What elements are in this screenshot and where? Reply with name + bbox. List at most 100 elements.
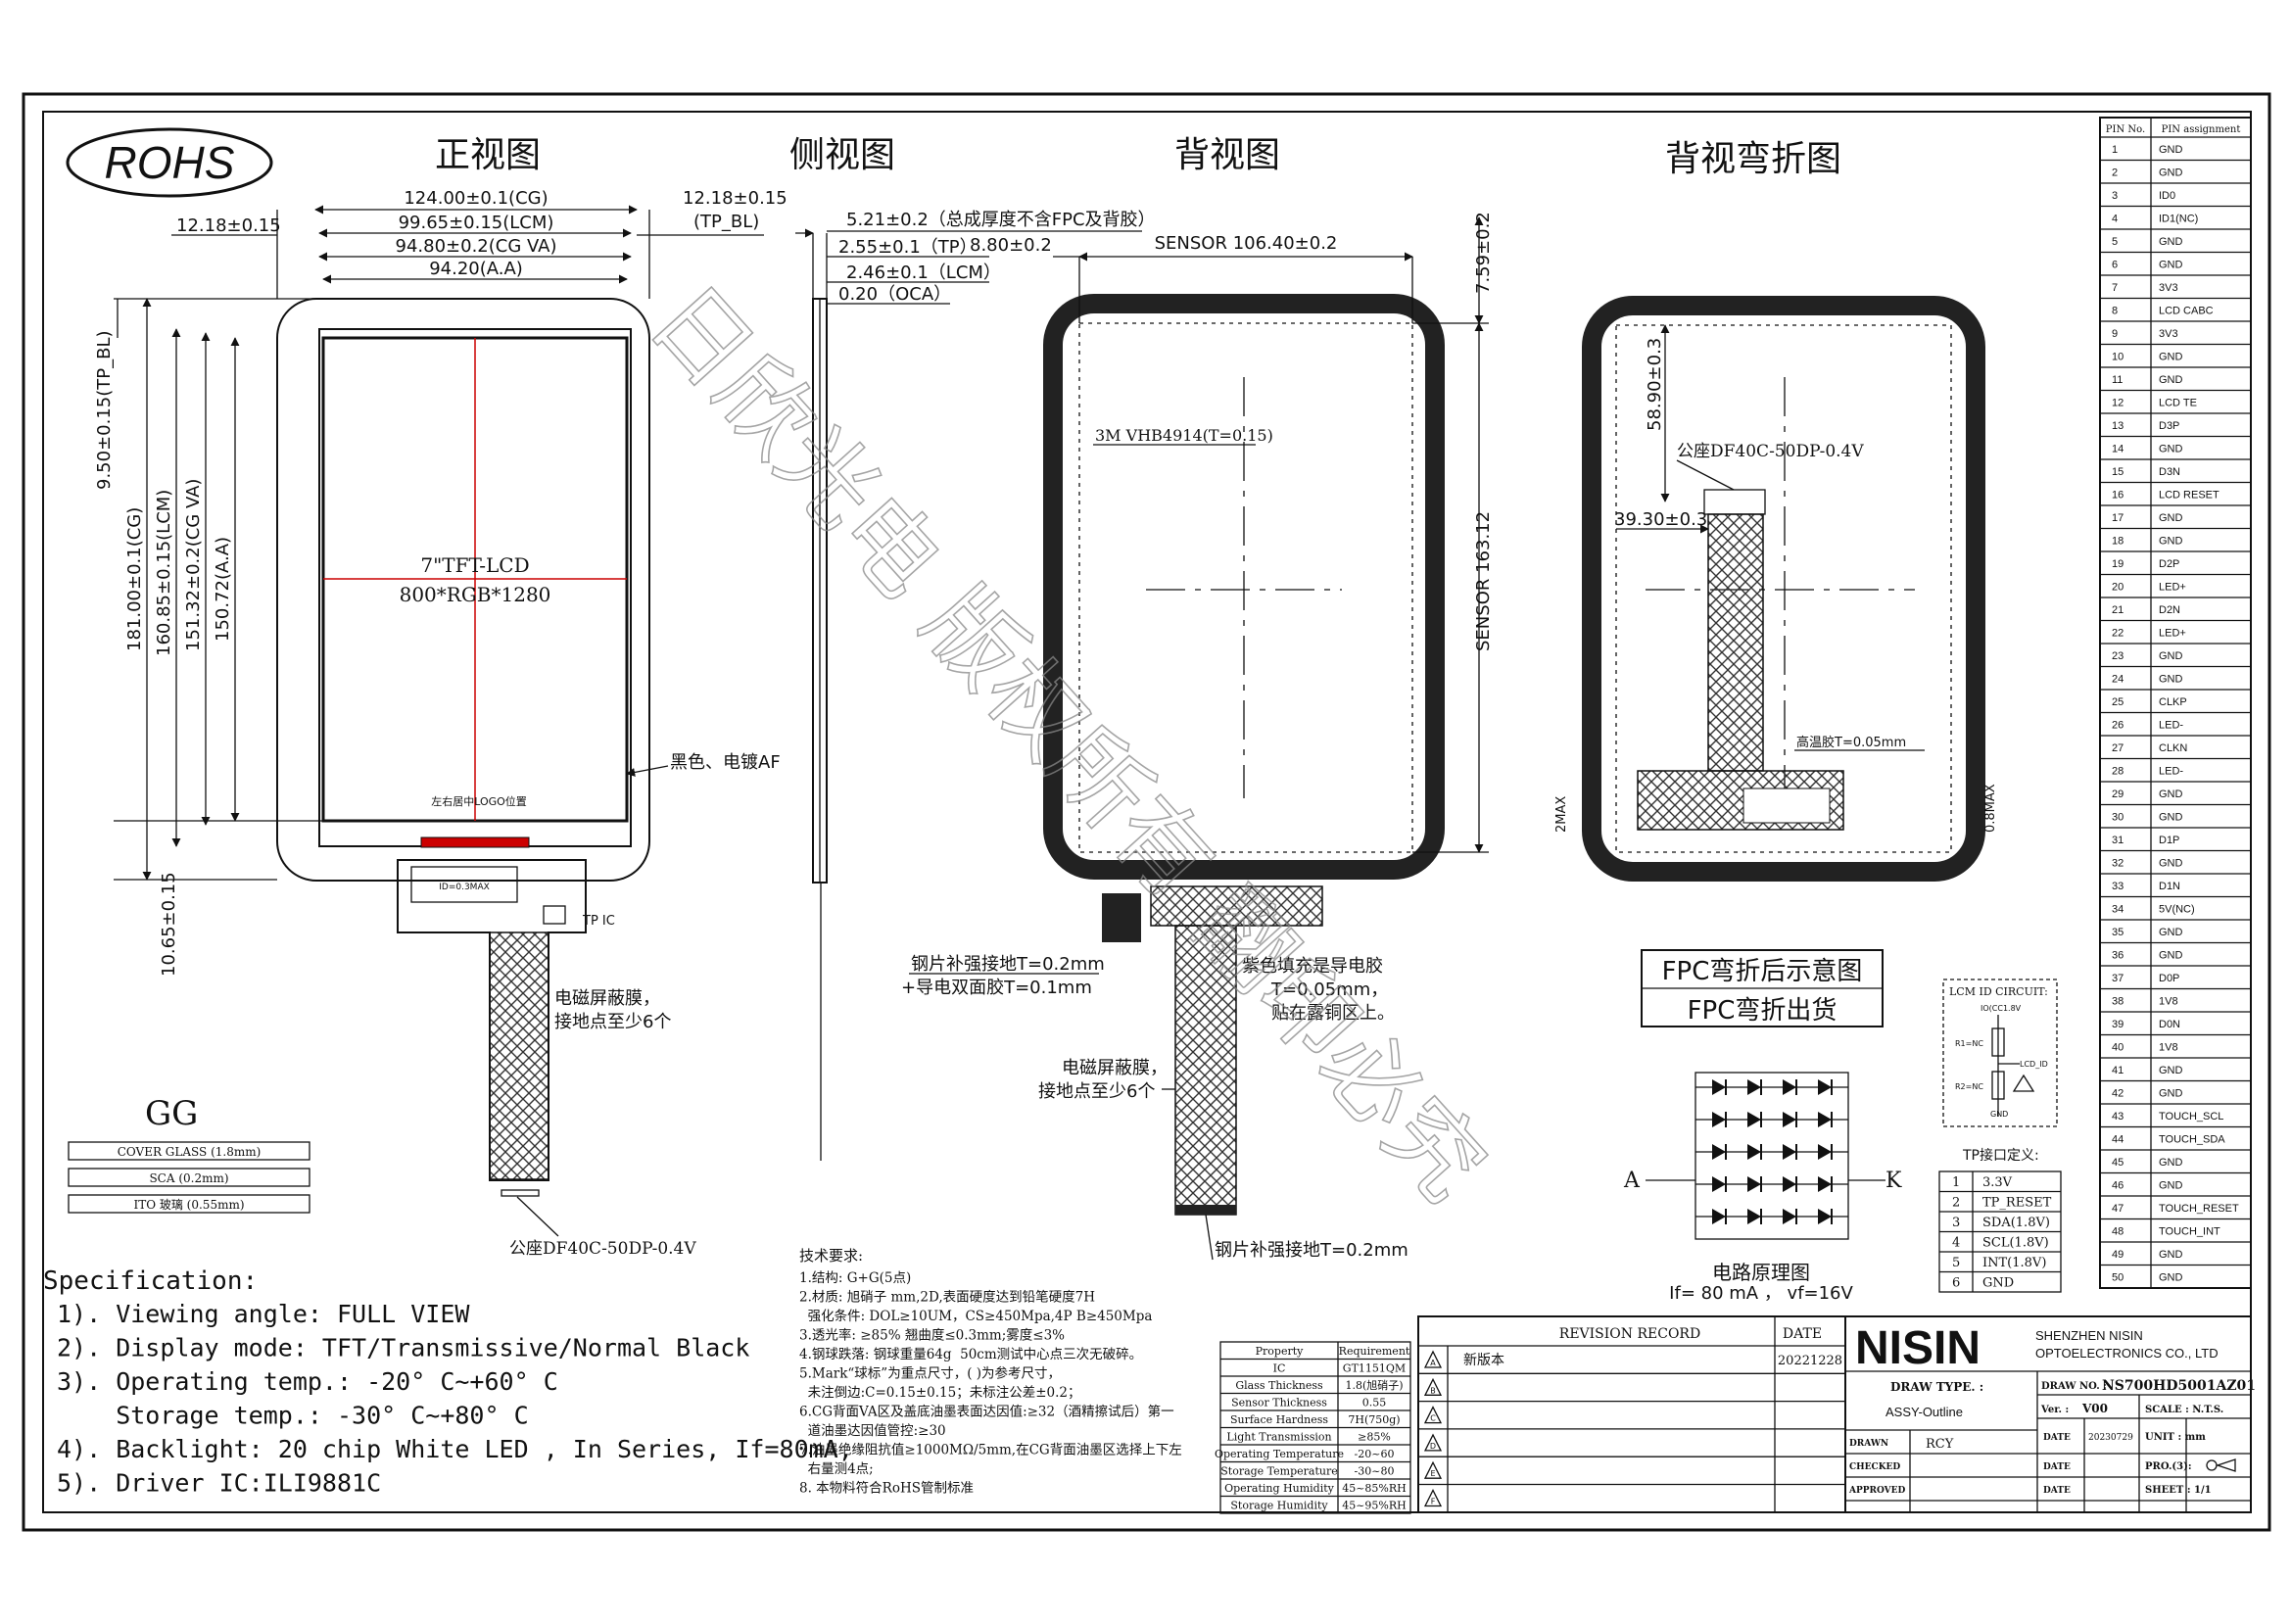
circuit-title: 电路原理图 — [1712, 1261, 1810, 1284]
back-bent-view-title: 背视弯折图 — [1665, 139, 1841, 179]
checked-date-label: DATE — [2043, 1462, 2071, 1472]
dim-bottom-margin: 10.65±0.15 — [159, 872, 179, 977]
pin-number: 32 — [2112, 858, 2124, 870]
pin-assignment: GND — [2159, 352, 2183, 363]
side-lcm-thickness: 2.46±0.1（LCM） — [846, 263, 1001, 283]
revision-header: REVISION RECORD — [1559, 1326, 1700, 1342]
tech-line: 1.结构: G+G(5点) — [799, 1270, 911, 1286]
checked-label: CHECKED — [1849, 1462, 1900, 1472]
led-diode-icon — [1783, 1144, 1796, 1160]
tp-pin-number: 5 — [1952, 1256, 1960, 1270]
pin-number: 16 — [2112, 490, 2124, 502]
emi-label-front-1: 电磁屏蔽膜， — [554, 988, 660, 1009]
steel-label-2: +导电双面胶T=0.1mm — [901, 978, 1092, 998]
prop-name: Surface Hardness — [1230, 1413, 1328, 1426]
prop-name: Operating Humidity — [1224, 1482, 1335, 1495]
revision-date-header: DATE — [1783, 1326, 1822, 1342]
pin-assignment: GND — [2159, 1088, 2183, 1100]
tp-pin-name: TP_RESET — [1982, 1196, 2052, 1211]
fpc-bent-title-2: FPC弯折出货 — [1688, 996, 1838, 1026]
pin-assignment: GND — [2159, 260, 2183, 271]
pin-assignment: GND — [2159, 374, 2183, 386]
pin-number: 3 — [2112, 190, 2118, 202]
led-diode-icon — [1783, 1079, 1796, 1095]
pin-assignment: GND — [2159, 788, 2183, 800]
revision-row: C — [1423, 1406, 1443, 1424]
purple-label-1: 紫色填充是导电胶 — [1242, 956, 1383, 977]
pin-number: 6 — [2112, 260, 2118, 271]
prop-value: 1.8(旭硝子) — [1345, 1378, 1403, 1392]
outer-border — [22, 92, 2271, 1532]
led-diode-icon — [1818, 1176, 1832, 1192]
pin-assignment: ID1(NC) — [2159, 214, 2198, 225]
tech-line: 6.CG背面VA区及盖底油墨表面达因值:≥32（酒精擦试后）第一 — [799, 1404, 1174, 1420]
led-diode-icon — [1747, 1112, 1761, 1127]
approved-label: APPROVED — [1848, 1486, 1906, 1496]
pin-number: 42 — [2112, 1088, 2124, 1100]
back-bent-view: 58.90±0.3 39.30±0.3 公座DF40C-50DP-0.4V 高温… — [1554, 296, 1998, 1027]
steel-bottom-label: 钢片补强接地T=0.2mm — [1215, 1240, 1408, 1261]
emi-back-1: 电磁屏蔽膜， — [1062, 1058, 1168, 1078]
led-diode-icon — [1712, 1112, 1726, 1127]
tp-pin-number: 6 — [1952, 1276, 1960, 1291]
pin-assignment: TOUCH_SCL — [2159, 1111, 2223, 1122]
dim-tp-bl: (TP_BL) — [693, 212, 759, 232]
draw-no-value: NS700HD5001AZ01 — [2102, 1378, 2256, 1394]
scale-label: SCALE : N.T.S. — [2145, 1405, 2223, 1415]
spec-line: 4). Backlight: 20 chip White LED , In Se… — [57, 1435, 853, 1463]
pin-number: 7 — [2112, 282, 2118, 294]
layer-box — [68, 1168, 310, 1187]
dim-lcm-width: 99.65±0.15(LCM) — [399, 213, 554, 233]
tech-line: 右量测4点; — [799, 1461, 874, 1477]
spec-line: 3). Operating temp.: -20° C~+60° C — [57, 1367, 558, 1396]
layer-label: ITO 玻璃 (0.55mm) — [133, 1198, 244, 1212]
prop-name: Storage Humidity — [1230, 1500, 1328, 1512]
emi-back-2: 接地点至少6个 — [1038, 1081, 1155, 1102]
pin-number: 38 — [2112, 996, 2124, 1008]
unit-label: UNIT : mm — [2145, 1432, 2206, 1443]
high-temp-label: 高温胶T=0.05mm — [1796, 735, 1906, 750]
front-view-title: 正视图 — [435, 135, 541, 175]
dim-cg-va-width: 94.80±0.2(CG VA) — [396, 236, 557, 257]
ver-label: Ver. : — [2040, 1405, 2069, 1415]
pin-number: 11 — [2112, 374, 2123, 386]
spec-line: 1). Viewing angle: FULL VIEW — [57, 1300, 470, 1328]
pin-number: 15 — [2112, 466, 2124, 478]
pin-number: 26 — [2112, 720, 2124, 732]
bent-dim-08max: 0.8MAX — [1983, 784, 1998, 833]
tp-pin-number: 1 — [1952, 1175, 1960, 1190]
pin-number: 39 — [2112, 1019, 2124, 1030]
pin-number: 19 — [2112, 558, 2124, 570]
led-diode-icon — [1747, 1144, 1761, 1160]
prop-value: 45~95%RH — [1342, 1500, 1407, 1512]
pin-number: 47 — [2112, 1203, 2124, 1215]
pin-assignment: GND — [2159, 1272, 2183, 1284]
side-total-thickness: 5.21±0.2（总成厚度不含FPC及背胶） — [846, 210, 1156, 230]
led-diode-icon — [1712, 1176, 1726, 1192]
lcm-id-gnd: GND — [1990, 1110, 2008, 1119]
pin-assignment: GND — [2159, 512, 2183, 524]
revision-triangle-icon — [1423, 1350, 1443, 1368]
lcm-id-io: IO(CC1.8V — [1981, 1004, 2022, 1013]
pin-assignment: D2N — [2159, 604, 2180, 616]
pin-number: 30 — [2112, 812, 2124, 824]
sheet-label: SHEET : 1/1 — [2145, 1485, 2212, 1496]
dim-cg-va-height: 151.32±0.2(CG VA) — [183, 479, 204, 651]
cover-glass-outline — [276, 298, 650, 882]
purple-label-2: T=0.05mm， — [1270, 979, 1388, 1000]
specification: Specification: 1). Viewing angle: FULL V… — [43, 1266, 853, 1498]
